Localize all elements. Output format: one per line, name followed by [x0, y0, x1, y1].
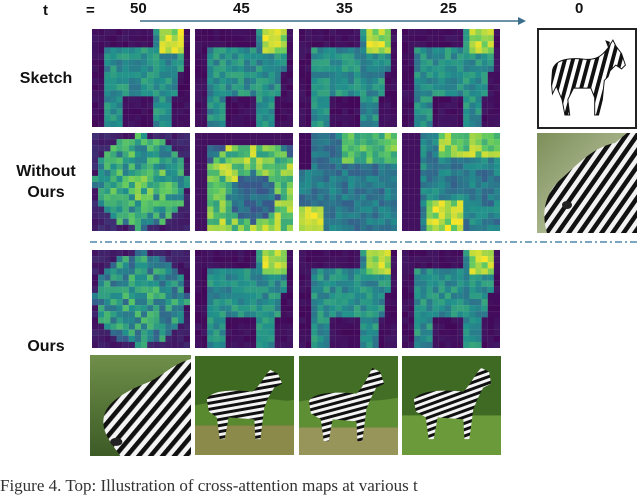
equals-sign: =	[86, 2, 95, 19]
timestep-35: 35	[336, 0, 353, 17]
zebra-without-ours-image	[537, 133, 637, 233]
attention-map-sketch-t50	[92, 29, 190, 127]
timestep-0: 0	[575, 0, 584, 17]
zebra-ours-image-t35	[299, 355, 398, 456]
zebra-ours-image-t45	[195, 355, 294, 456]
attention-map-ours-t50	[92, 250, 190, 348]
figure-caption: Figure 4. Top: Illustration of cross-att…	[0, 476, 418, 495]
attention-map-sketch-t35	[299, 29, 397, 127]
row-label-without-1: Without	[16, 163, 76, 180]
attention-map-sketch-t45	[195, 29, 293, 127]
row-label-without-2: Ours	[27, 184, 65, 201]
attention-map-without-t35	[299, 133, 397, 231]
attention-map-ours-t25	[402, 250, 500, 348]
timestep-45: 45	[233, 0, 250, 17]
zebra-ours-image-t25	[402, 355, 501, 456]
timestep-25: 25	[440, 0, 457, 17]
attention-map-without-t45	[195, 133, 293, 231]
zebra-ours-image-t50	[90, 355, 191, 456]
t-label: t	[43, 2, 48, 19]
zebra-sketch-image	[537, 28, 637, 129]
row-label-ours: Ours	[27, 338, 65, 355]
attention-map-ours-t35	[299, 250, 397, 348]
section-divider	[90, 241, 640, 243]
attention-map-sketch-t25	[402, 29, 500, 127]
timestep-arrow	[140, 17, 526, 25]
timestep-50: 50	[130, 0, 147, 17]
attention-map-without-t50	[92, 133, 190, 231]
row-label-sketch: Sketch	[19, 70, 73, 87]
attention-map-ours-t45	[195, 250, 293, 348]
attention-map-without-t25	[402, 133, 500, 231]
